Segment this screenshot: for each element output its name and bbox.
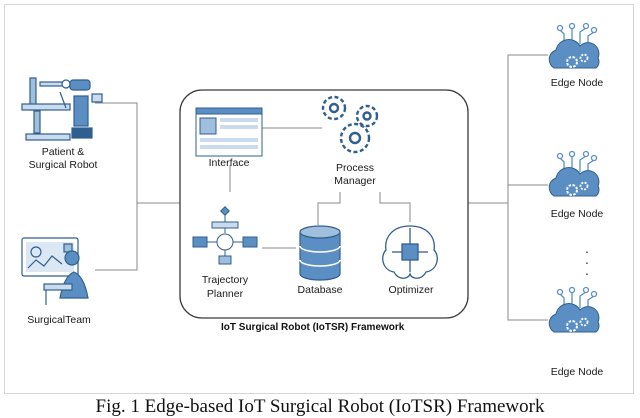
figure-frame — [4, 4, 634, 394]
optimizer-label: Optimizer — [388, 284, 434, 296]
patient-surgical-robot-icon — [21, 77, 103, 141]
trajectory-planner-icon — [192, 206, 258, 265]
optimizer-manager-line — [379, 192, 411, 222]
figure-caption: Fig. 1 Edge-based IoT Surgical Robot (Io… — [95, 396, 545, 417]
database-icon — [299, 225, 341, 281]
edge-node-label-3: Edge Node — [550, 366, 604, 378]
interface-window-icon — [195, 107, 263, 157]
ellipsis-vertical: ··· — [584, 243, 590, 281]
interface-label: Interface — [208, 157, 250, 169]
process-manager-label-line2: Manager — [334, 175, 376, 187]
trajectory-planner-label-line1: Trajectory — [201, 274, 249, 286]
database-label: Database — [297, 284, 343, 296]
framework-title: IoT Surgical Robot (IoTSR) Framework — [221, 322, 405, 333]
process-manager-gears-icon — [321, 95, 379, 154]
connector-lines — [95, 54, 548, 321]
process-manager-label-line1: Process — [336, 162, 374, 174]
database-manager-line — [317, 192, 341, 225]
patient-label-line2: Surgical Robot — [28, 159, 98, 171]
right-bus-line — [507, 54, 548, 321]
left-bus-line — [95, 102, 138, 271]
surgical-team-label: SurgicalTeam — [27, 314, 91, 326]
edge-node-icon-3 — [548, 286, 600, 333]
patient-label-line1: Patient & — [41, 146, 85, 158]
framework-box — [179, 89, 469, 319]
surgical-team-icon — [21, 237, 89, 305]
optimizer-brain-icon — [382, 225, 438, 279]
edge-node-label-2: Edge Node — [550, 208, 604, 220]
edge-node-icon-1 — [548, 22, 600, 69]
edge-node-label-1: Edge Node — [550, 77, 604, 89]
edge-node-icon-2 — [548, 150, 600, 197]
trajectory-planner-label-line2: Planner — [206, 288, 244, 300]
